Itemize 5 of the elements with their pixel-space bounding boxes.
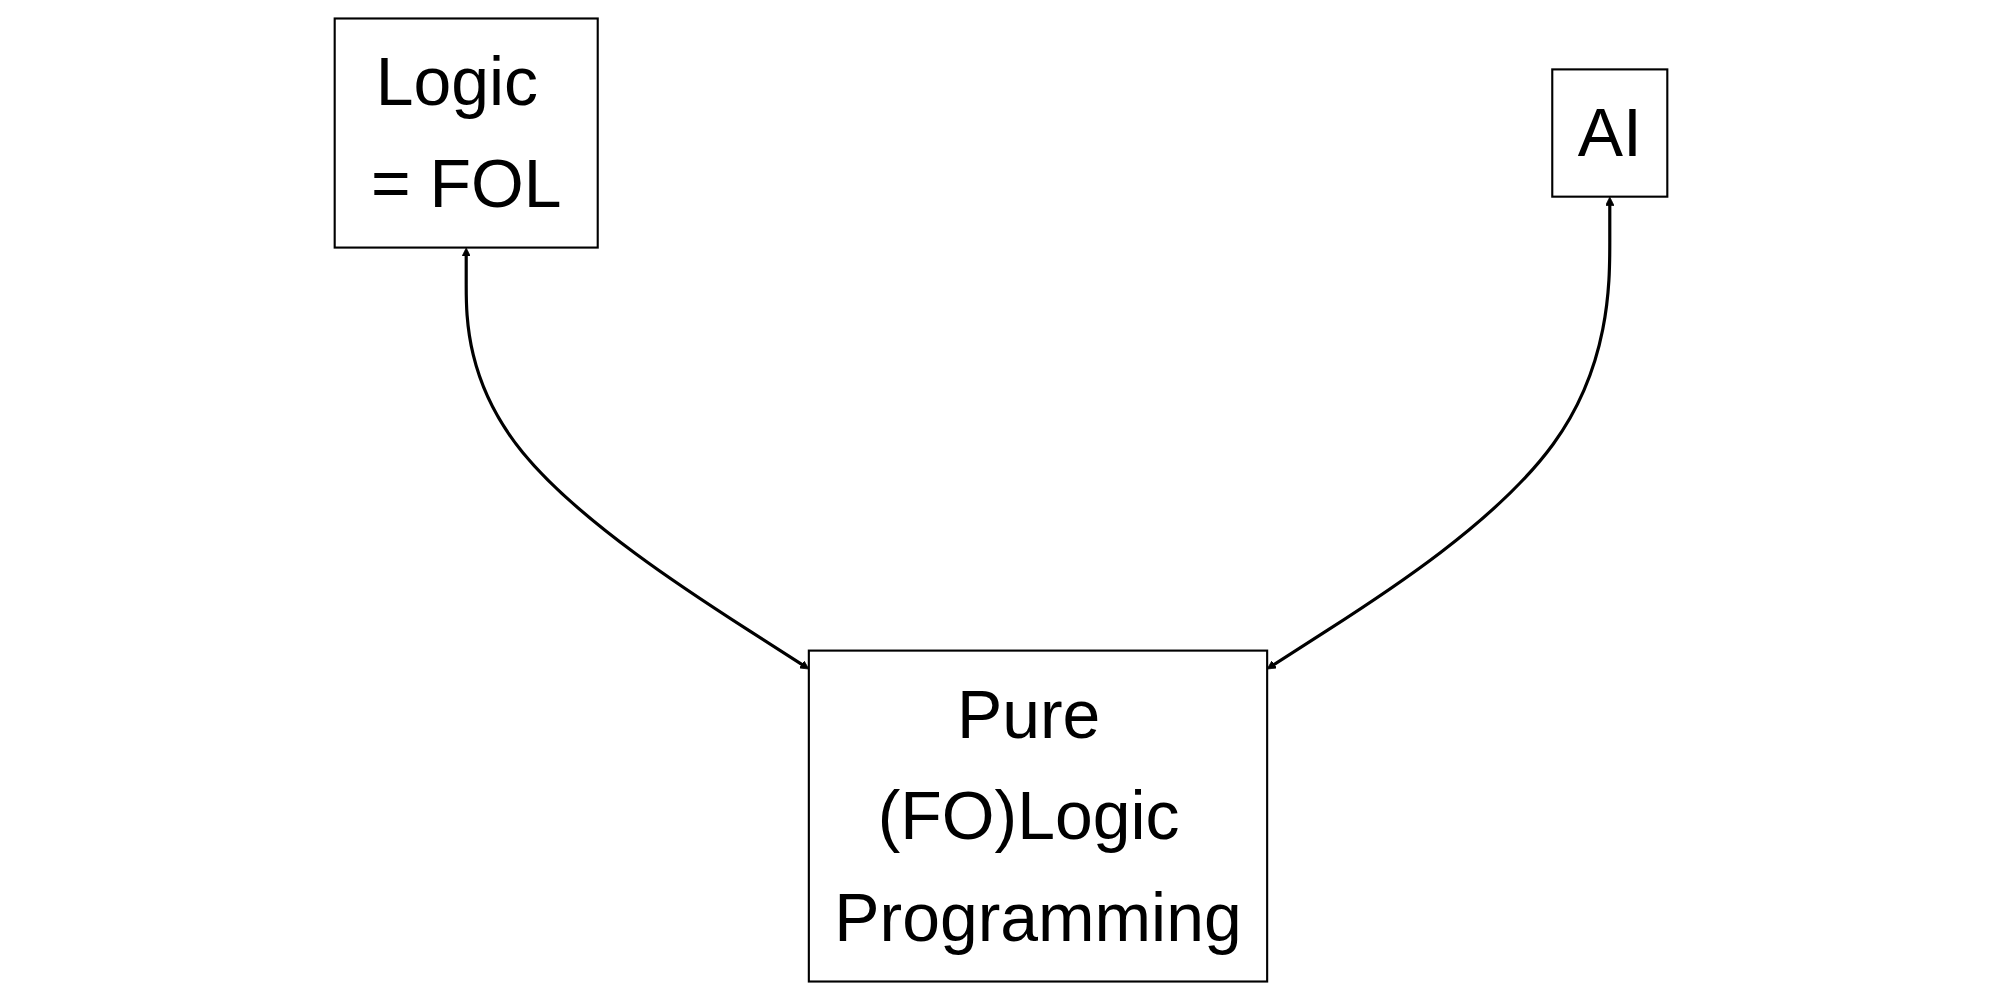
- node-box: Logic = FOL: [333, 16, 599, 249]
- node-box: AI: [1550, 67, 1668, 198]
- node-box: Pure (FO)Logic Programming: [807, 649, 1268, 983]
- arrow: [1266, 196, 1614, 669]
- arrow: [461, 247, 809, 669]
